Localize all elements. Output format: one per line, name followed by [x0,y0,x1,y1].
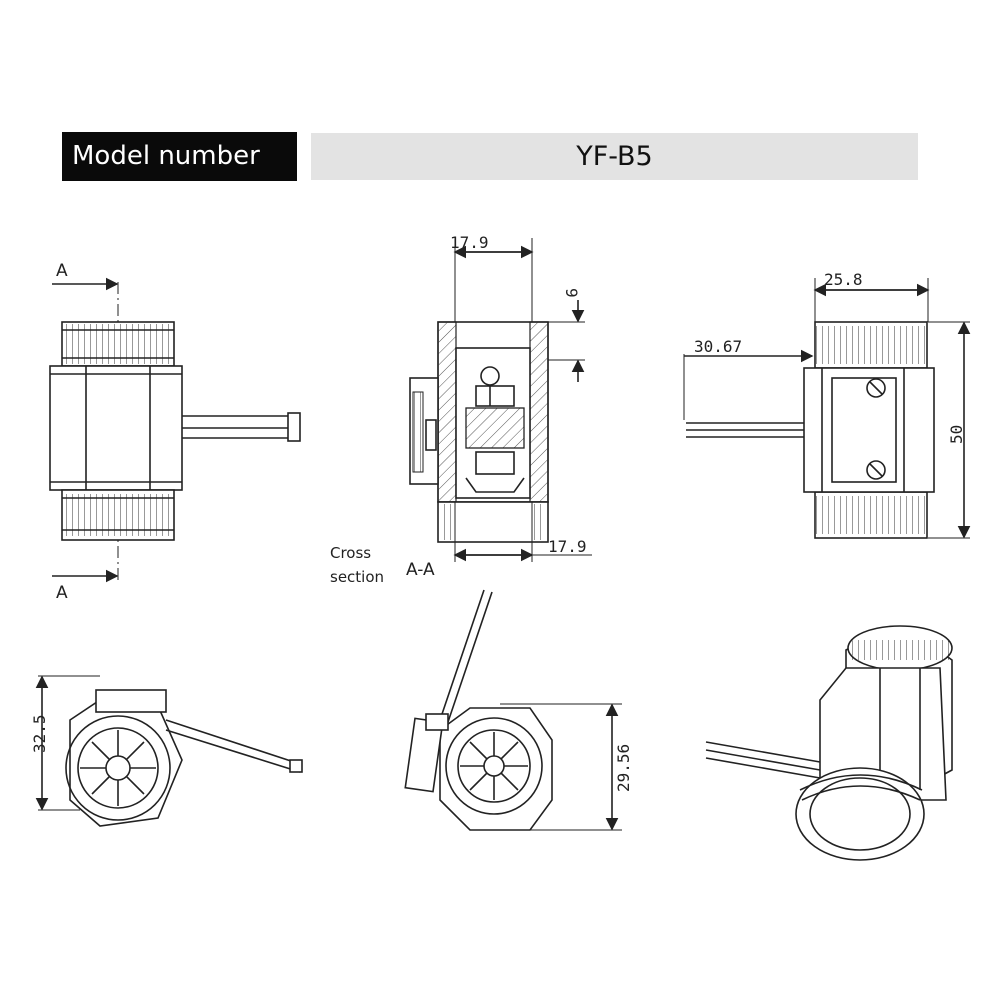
iso-view-left: 32.5 [30,675,303,827]
dim-top-width: 17.9 [450,233,489,252]
dim-right-lead: 30.67 [694,337,742,356]
section-view-label: A-A [406,560,435,580]
dim-side-offset: 9 [562,288,581,298]
model-number-label: Model number [62,132,297,181]
front-view: A A [49,261,301,603]
section-view: 17.9 9 17.9 A-A Cross [330,233,592,586]
side-view: 25.8 30.67 50 [683,270,971,539]
cross-section-line1: Cross [330,544,371,562]
section-label-top: A [56,261,68,281]
dim-height: 50 [947,425,966,444]
dim-iso-mid: 29.56 [614,744,633,792]
dim-right-top: 25.8 [824,270,863,289]
dim-iso-left: 32.5 [30,714,49,753]
cross-section-line2: section [330,568,384,586]
section-label-bottom: A [56,583,68,603]
iso-view-right [705,625,953,861]
model-number-value: YF-B5 [311,133,918,180]
iso-view-middle: 29.56 [404,589,633,831]
dim-bottom-width: 17.9 [548,537,587,556]
